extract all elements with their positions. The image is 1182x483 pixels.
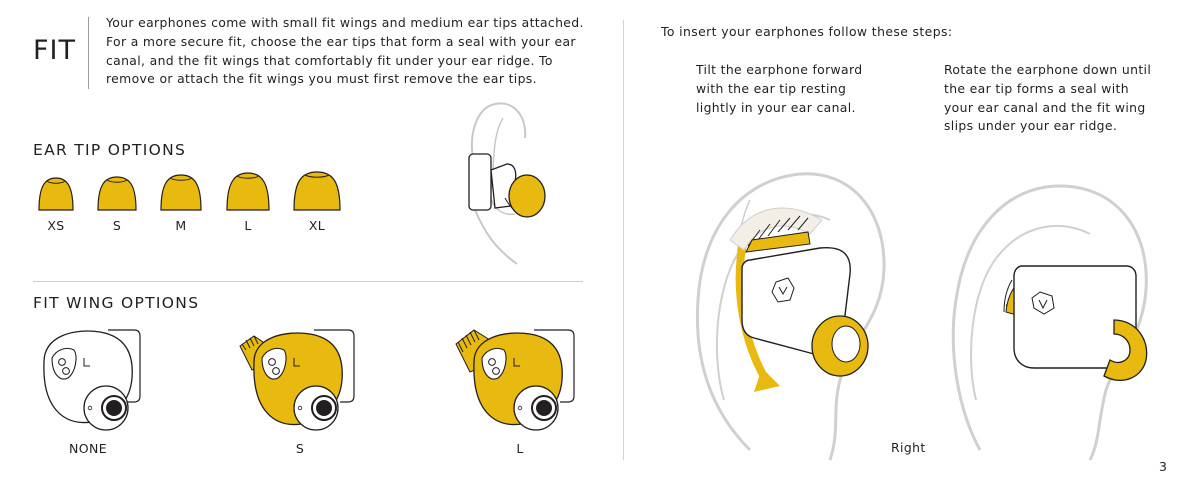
tip-size-label: XL <box>291 218 343 233</box>
page-number: 3 <box>1159 459 1167 474</box>
step-line: slips under your ear ridge. <box>944 117 1151 136</box>
fit-wing-large-icon <box>452 322 582 432</box>
intro-line: remove or attach the fit wings you must … <box>106 70 596 89</box>
step-1-illustration <box>690 160 890 460</box>
tip-size-label: XS <box>36 218 76 233</box>
page-title: FIT <box>33 35 76 66</box>
insertion-lead: To insert your earphones follow these st… <box>661 24 952 39</box>
tip-size-label: M <box>158 218 204 233</box>
intro-line: Your earphones come with small fit wings… <box>106 14 596 33</box>
ear-tip-s-icon <box>95 172 139 212</box>
step-2-text: Rotate the earphone down until the ear t… <box>944 61 1151 136</box>
ear-fit-illustration <box>455 98 565 268</box>
column-divider <box>623 20 624 460</box>
ear-tip-xs-icon <box>36 172 76 212</box>
wing-size-label: L <box>500 441 540 456</box>
step-line: Tilt the earphone forward <box>696 61 862 80</box>
title-divider <box>88 17 89 89</box>
step-2-illustration <box>950 180 1160 460</box>
wing-size-label: NONE <box>58 441 118 456</box>
fit-wing-none-icon <box>34 322 144 432</box>
side-label: Right <box>891 440 926 455</box>
tip-size-label: S <box>95 218 139 233</box>
step-line: lightly in your ear canal. <box>696 99 862 118</box>
intro-line: canal, and the fit wings that comfortabl… <box>106 52 596 71</box>
ear-tip-m-icon <box>158 171 204 212</box>
fit-wing-small-icon <box>232 322 362 432</box>
ear-tip-heading: EAR TIP OPTIONS <box>33 141 186 159</box>
intro-line: For a more secure fit, choose the ear ti… <box>106 33 596 52</box>
step-line: Rotate the earphone down until <box>944 61 1151 80</box>
ear-tip-l-icon <box>224 170 272 212</box>
step-line: the ear tip forms a seal with <box>944 80 1151 99</box>
fit-wing-heading: FIT WING OPTIONS <box>33 294 199 312</box>
wing-size-label: S <box>280 441 320 456</box>
step-line: with the ear tip resting <box>696 80 862 99</box>
step-line: your ear canal and the fit wing <box>944 99 1151 118</box>
step-1-text: Tilt the earphone forward with the ear t… <box>696 61 862 117</box>
intro-paragraph: Your earphones come with small fit wings… <box>106 14 596 89</box>
tip-size-label: L <box>224 218 272 233</box>
ear-tip-xl-icon <box>291 169 343 212</box>
section-divider <box>33 281 583 282</box>
